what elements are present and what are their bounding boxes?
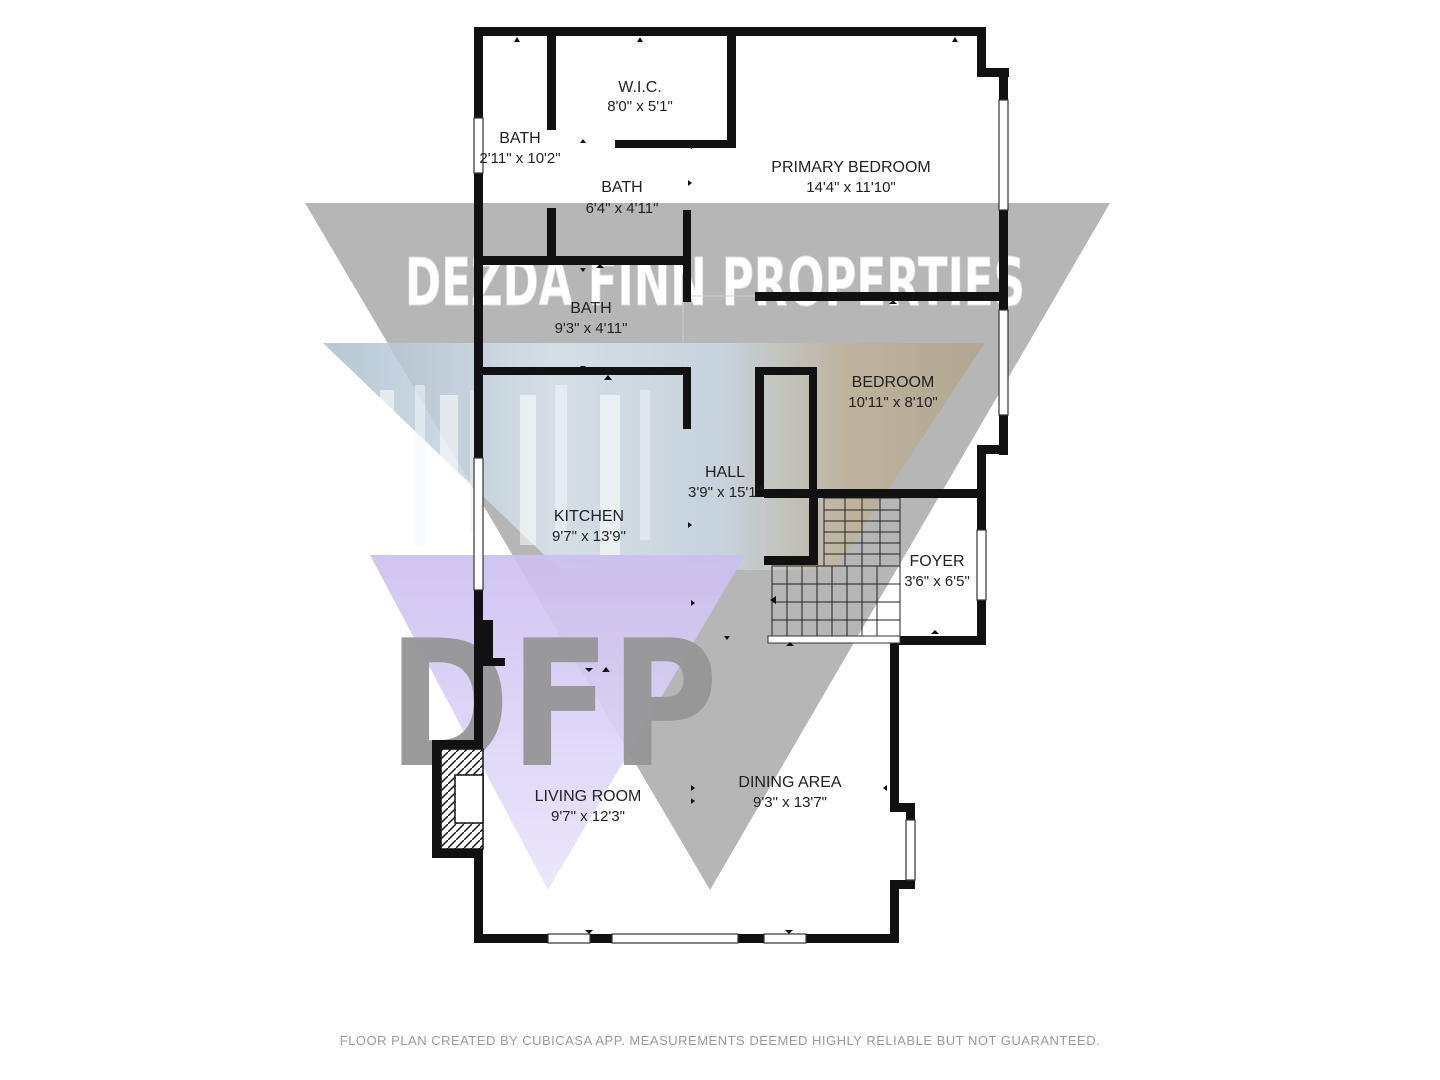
dimension-markers	[514, 37, 958, 934]
open-partitions	[682, 295, 765, 556]
room-dimensions: 9'7" x 12'3"	[551, 808, 625, 825]
room-name: DINING AREA	[738, 774, 841, 791]
room-primary-bedroom: PRIMARY BEDROOM 14'4" x 11'10"	[771, 159, 930, 196]
room-living-room: LIVING ROOM 9'7" x 12'3"	[535, 788, 642, 825]
room-bath-3: BATH 9'3" x 4'11"	[555, 300, 628, 337]
room-name: FOYER	[909, 553, 964, 570]
window	[473, 457, 484, 591]
room-hall: HALL 3'9" x 15'1"	[688, 464, 762, 501]
room-dimensions: 14'4" x 11'10"	[806, 179, 896, 196]
room-name: KITCHEN	[554, 508, 624, 525]
logo-purple-triangle	[370, 555, 745, 890]
room-name: HALL	[705, 464, 745, 481]
window	[998, 309, 1009, 416]
room-dimensions: 2'11" x 10'2"	[479, 150, 560, 167]
room-foyer: FOYER 3'6" x 6'5"	[904, 553, 970, 590]
floor-plan-disclaimer: FLOOR PLAN CREATED BY CUBICASA APP. MEAS…	[339, 1033, 1101, 1048]
room-name: BEDROOM	[852, 374, 935, 391]
room-dimensions: 6'4" x 4'11"	[586, 200, 659, 217]
window	[763, 933, 807, 944]
fireplace	[440, 748, 484, 850]
room-dimensions: 3'6" x 6'5"	[904, 573, 970, 590]
room-dimensions: 9'7" x 13'9"	[552, 528, 626, 545]
window	[905, 819, 916, 881]
room-labels: W.I.C. 8'0" x 5'1" BATH 2'11" x 10'2" BA…	[479, 79, 969, 825]
room-name: LIVING ROOM	[535, 788, 642, 805]
room-dimensions: 10'11" x 8'10"	[848, 394, 938, 411]
room-bath-1: BATH 2'11" x 10'2"	[479, 130, 560, 167]
room-wic: W.I.C. 8'0" x 5'1"	[607, 79, 673, 115]
window	[473, 117, 484, 174]
room-dimensions: 9'3" x 4'11"	[555, 320, 628, 337]
room-dimensions: 8'0" x 5'1"	[607, 98, 673, 115]
room-dining-area: DINING AREA 9'3" x 13'7"	[738, 774, 841, 811]
watermark-company-name: DEZDA FINN PROPERTIES	[405, 244, 1025, 321]
room-name: BATH	[499, 130, 540, 147]
window	[611, 933, 739, 944]
room-name: W.I.C.	[618, 79, 662, 96]
room-dimensions: 3'9" x 15'1"	[688, 484, 762, 501]
room-bedroom: BEDROOM 10'11" x 8'10"	[848, 374, 938, 411]
room-bath-2: BATH 6'4" x 4'11"	[586, 179, 659, 217]
room-dimensions: 9'3" x 13'7"	[753, 794, 827, 811]
window	[976, 529, 987, 601]
windows	[473, 99, 1009, 944]
room-kitchen: KITCHEN 9'7" x 13'9"	[552, 508, 626, 545]
window	[547, 933, 591, 944]
window	[998, 99, 1009, 211]
room-name: BATH	[570, 300, 611, 317]
room-name: PRIMARY BEDROOM	[771, 159, 930, 176]
watermark-logo: DEZDA FINN PROPERTIES DFP	[305, 203, 1110, 890]
room-name: BATH	[601, 179, 642, 196]
logo-waterfall-image	[323, 343, 985, 570]
